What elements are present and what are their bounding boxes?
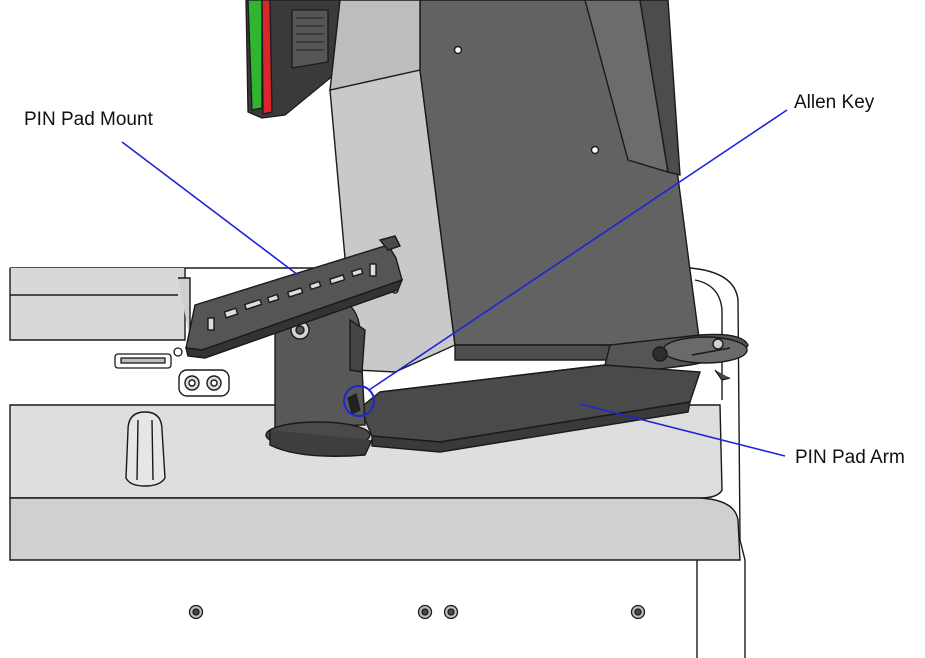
pin-pad-arm-leader <box>579 403 786 457</box>
allen-key-leader <box>368 109 788 391</box>
pin-pad-mount-plate <box>185 235 404 359</box>
pin-pad-mount-leader <box>121 141 299 276</box>
allen-key-label: Allen Key <box>794 92 875 113</box>
allen-key-highlight <box>343 385 375 417</box>
callout-lines <box>121 109 788 457</box>
swivel-base <box>265 297 373 457</box>
cable-handle <box>125 411 166 487</box>
pin-pad-mount-label: PIN Pad Mount <box>24 109 153 130</box>
counter-slot <box>114 347 183 369</box>
terminal-column <box>329 0 701 373</box>
grommet-pair <box>178 369 230 397</box>
pin-pad-arm-label: PIN Pad Arm <box>795 447 905 468</box>
monitor-screen <box>245 0 341 119</box>
mounting-screws <box>188 604 646 620</box>
pin-pad-arm <box>357 333 749 453</box>
